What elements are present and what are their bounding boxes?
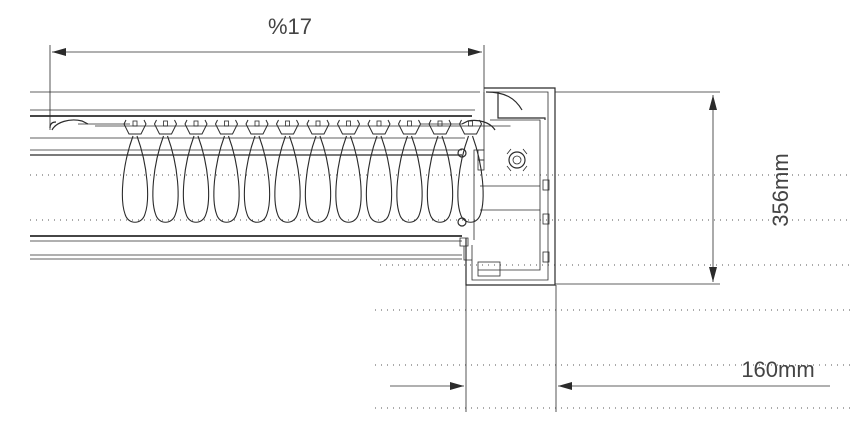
ripple-fold-loop — [243, 135, 271, 223]
ripple-fold-loop — [152, 135, 179, 223]
height-dimension — [555, 91, 720, 285]
screw-icon — [457, 148, 467, 158]
arrow-in-left-icon — [450, 382, 464, 390]
ripple-fold-loop — [182, 135, 210, 223]
carrier-pin — [224, 120, 229, 127]
pleat-carrier — [458, 119, 483, 135]
fold-ratio-label: %17 — [268, 14, 312, 39]
carrier-pin — [285, 120, 290, 127]
carrier-pin — [437, 120, 443, 127]
ripple-fold-loop — [457, 135, 484, 223]
pleat-carrier — [275, 119, 300, 135]
ripple-fold-loop — [335, 135, 362, 223]
pleat-group — [95, 119, 511, 223]
pleat-carrier — [397, 119, 422, 135]
carrier-pin — [254, 120, 260, 127]
arrow-left-icon — [52, 48, 66, 56]
carrier-pin — [346, 120, 351, 127]
ripple-fold-loop — [365, 135, 393, 223]
ripple-fold-loop — [121, 135, 149, 223]
pleat-carrier — [153, 119, 178, 135]
arrow-up-icon — [709, 95, 717, 110]
ripple-fold-loop — [213, 135, 240, 223]
carrier-pin — [376, 120, 382, 127]
pleat-carrier — [306, 119, 330, 135]
pleat-carrier — [428, 119, 452, 135]
pleat-carrier — [184, 119, 208, 135]
depth-dimension — [390, 285, 830, 412]
corner-bracket — [457, 87, 556, 286]
ripple-fold-loop — [304, 135, 332, 223]
carrier-pin — [315, 120, 321, 127]
pleat-carrier — [123, 119, 147, 135]
carrier-pin — [193, 120, 199, 127]
carrier-pin — [132, 120, 138, 127]
carrier-pin — [163, 120, 168, 127]
arrow-in-right-icon — [558, 382, 572, 390]
ripple-fold-loop — [426, 135, 454, 223]
carrier-pin — [468, 120, 473, 127]
pleat-carrier — [367, 119, 391, 135]
ripple-fold-loop — [396, 135, 423, 223]
arrow-right-icon — [468, 48, 482, 56]
arrow-down-icon — [709, 267, 717, 282]
ripple-fold-loop — [274, 135, 301, 223]
pleat-carrier — [245, 119, 269, 135]
carrier-pin — [407, 120, 412, 127]
pleat-carrier — [214, 119, 239, 135]
depth-label: 160mm — [741, 357, 814, 382]
pleat-carrier — [336, 119, 361, 135]
height-label: 356mm — [768, 153, 793, 226]
track-profile — [30, 91, 496, 260]
gear-icon — [508, 151, 526, 169]
width-dimension — [49, 45, 485, 130]
dotted-guides — [30, 174, 850, 409]
screw-icon — [457, 217, 467, 227]
